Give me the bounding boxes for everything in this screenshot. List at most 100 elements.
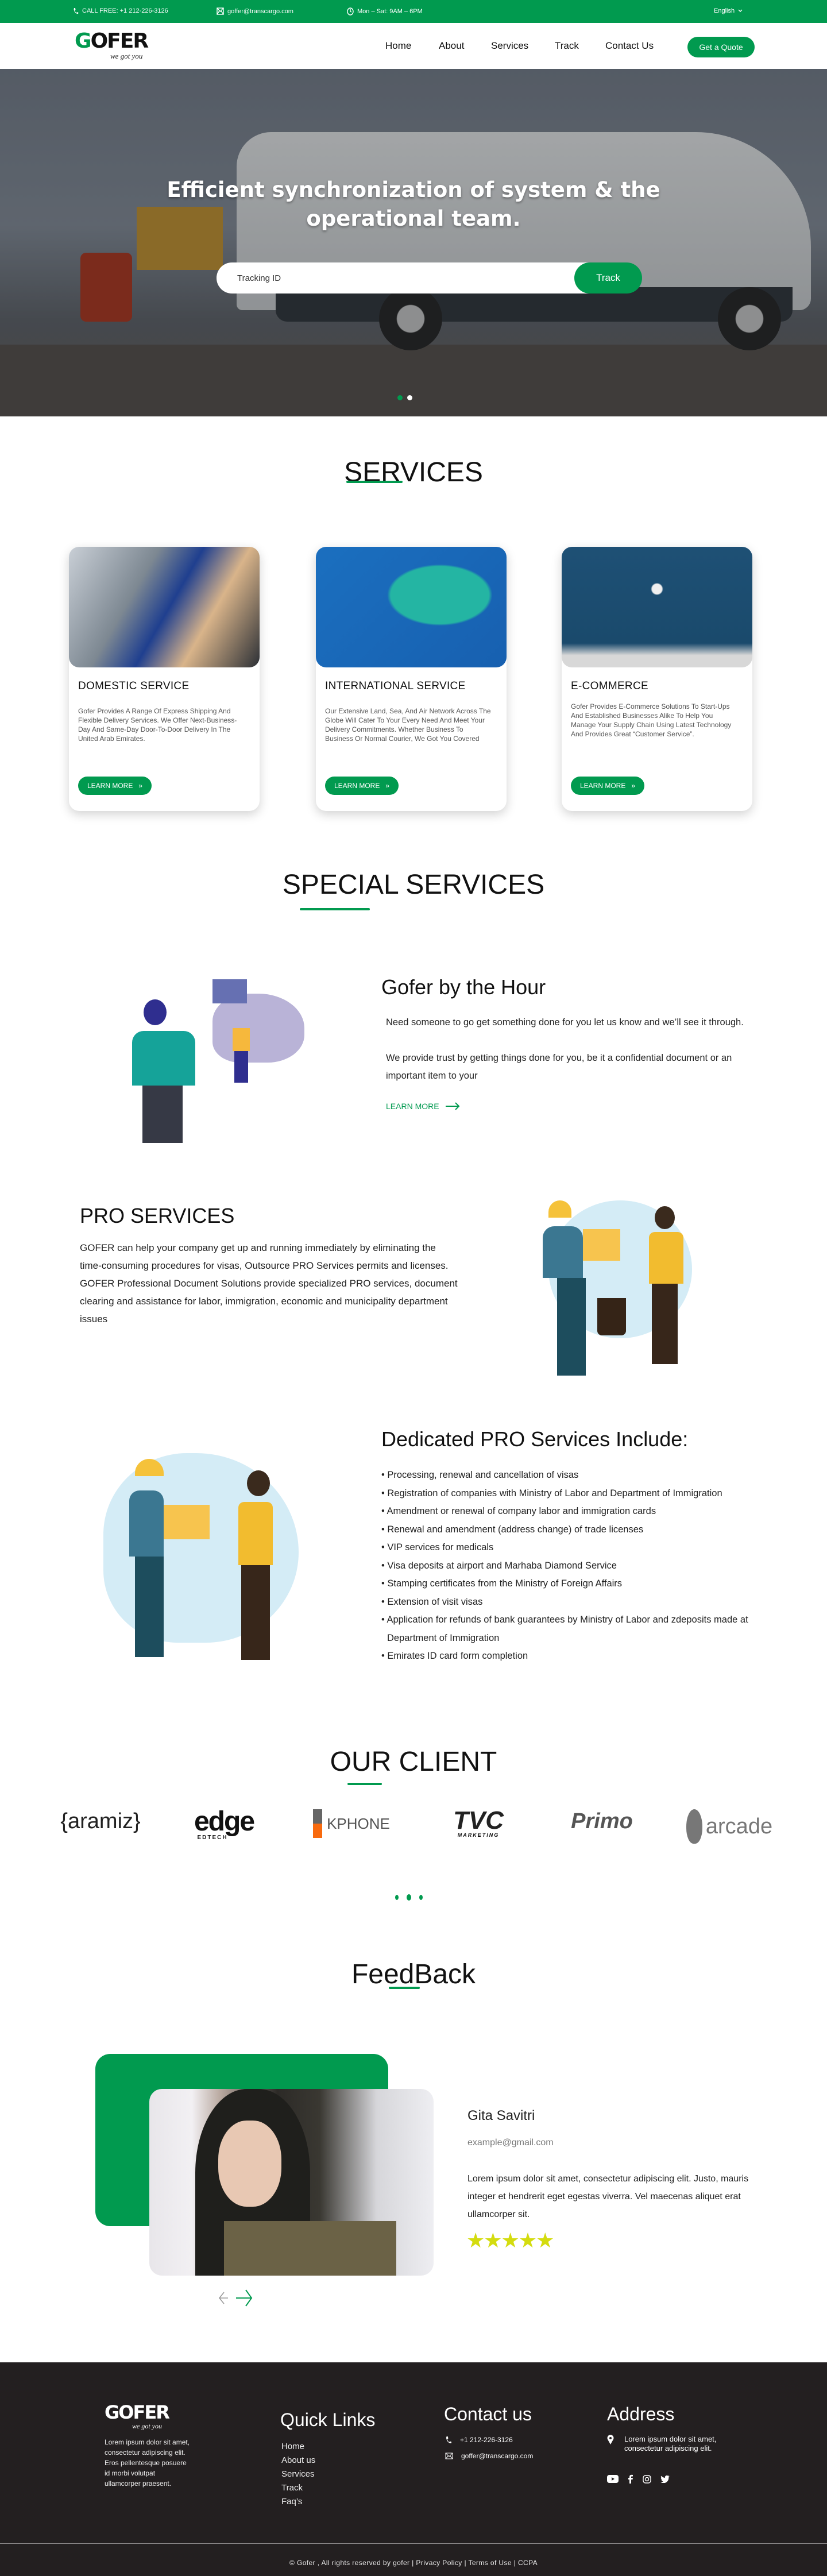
hero-overlay: [0, 69, 827, 416]
footer-email[interactable]: goffer@transcargo.com: [445, 2452, 533, 2460]
star-rating: ★★★★★: [466, 2229, 554, 2252]
feedback-prev-button[interactable]: [218, 2291, 229, 2308]
list-item: • Renewal and amendment (address change)…: [381, 1524, 644, 1535]
title-underline: [300, 908, 370, 910]
footer-logo[interactable]: GOFER we got you: [105, 2401, 170, 2430]
client-logo-primo: Primo: [571, 1809, 633, 1833]
list-item: • Registration of companies with Ministr…: [381, 1488, 722, 1499]
by-hour-illustration: [121, 976, 304, 1143]
dedicated-pro-title: Dedicated PRO Services Include:: [381, 1427, 689, 1451]
arrow-right-icon: [236, 2289, 253, 2307]
title-underline: [346, 481, 403, 483]
footer-phone[interactable]: +1 212-226-3126: [445, 2436, 513, 2444]
language-select[interactable]: English: [714, 7, 743, 14]
footer-divider: [0, 2543, 827, 2544]
list-item: • Processing, renewal and cancellation o…: [381, 1470, 579, 1480]
hero-ground: [0, 345, 827, 416]
domestic-service-image: [69, 547, 260, 667]
list-item: • Extension of visit visas: [381, 1596, 483, 1607]
logo[interactable]: GOFER we got you: [75, 31, 161, 64]
youtube-icon[interactable]: [607, 2475, 619, 2483]
learn-more-button[interactable]: LEARN MORE»: [78, 777, 152, 795]
footer-link-faqs[interactable]: Faq’s: [281, 2497, 303, 2507]
footer-link-about[interactable]: About us: [281, 2455, 316, 2465]
hero-forklift: [80, 253, 132, 322]
tracking-form: Track: [217, 262, 642, 293]
feedback-next-button[interactable]: [235, 2288, 253, 2311]
address-title: Address: [607, 2404, 675, 2424]
reviewer-photo: [149, 2089, 434, 2276]
card-title: INTERNATIONAL SERVICE: [325, 680, 466, 692]
feedback-title: FeedBack: [351, 1959, 476, 1990]
double-chevron-icon: »: [138, 782, 143, 790]
instagram-icon[interactable]: [643, 2474, 651, 2484]
email-info: goffer@transcargo.com: [217, 7, 293, 15]
arrow-right-icon: [445, 1102, 459, 1110]
footer-address: Lorem ipsum dolor sit amet,consectetur a…: [607, 2435, 716, 2453]
list-item: • Application for refunds of bank guaran…: [381, 1615, 748, 1643]
clock-icon: [347, 7, 354, 16]
pro-services-text: GOFER can help your company get up and r…: [80, 1242, 458, 1324]
review-text: Lorem ipsum dolor sit amet, consectetur …: [467, 2174, 749, 2219]
hours-info: Mon – Sat: 9AM – 6PM: [347, 7, 423, 16]
nav-home[interactable]: Home: [385, 40, 412, 51]
list-item: • Stamping certificates from the Ministr…: [381, 1578, 623, 1589]
footer-link-home[interactable]: Home: [281, 2442, 305, 2451]
card-text: Our Extensive Land, Sea, And Air Network…: [325, 707, 491, 743]
dedicated-pro-list: • Processing, renewal and cancellation o…: [381, 1466, 755, 1666]
special-services-title: SPECIAL SERVICES: [282, 870, 545, 900]
twitter-icon[interactable]: [660, 2475, 670, 2483]
kphone-mark-icon: [313, 1809, 323, 1838]
carousel-dot-active[interactable]: [407, 1894, 411, 1901]
quick-links-title: Quick Links: [280, 2409, 376, 2430]
hero-carousel-dots: [397, 395, 412, 400]
service-card-international: INTERNATIONAL SERVICE Our Extensive Land…: [316, 547, 507, 811]
client-carousel-dots: [395, 1894, 423, 1901]
our-client-title: OUR CLIENT: [330, 1747, 497, 1777]
chevron-down-icon: [738, 9, 743, 12]
reviewer-name: Gita Savitri: [467, 2108, 535, 2123]
client-logo-kphone: KPHONE: [300, 1809, 403, 1838]
phone-icon: [446, 2436, 452, 2443]
get-quote-button[interactable]: Get a Quote: [687, 37, 755, 57]
hero-wheel: [379, 287, 442, 350]
nav-services[interactable]: Services: [491, 40, 529, 51]
hero-banner: Efficient synchronization of system & th…: [0, 69, 827, 416]
footer-link-services[interactable]: Services: [281, 2469, 315, 2479]
social-links: [607, 2474, 670, 2484]
carousel-dot[interactable]: [395, 1895, 399, 1900]
mail-icon: [217, 7, 224, 15]
ecommerce-service-image: [562, 547, 752, 667]
list-item: • Emirates ID card form completion: [381, 1651, 528, 1661]
card-title: DOMESTIC SERVICE: [78, 680, 190, 692]
carousel-dot[interactable]: [419, 1895, 423, 1900]
phone-icon: [74, 8, 79, 14]
reviewer-email: example@gmail.com: [467, 2138, 554, 2148]
by-hour-text-1: Need someone to go get something done fo…: [386, 1017, 744, 1028]
nav-contact-us[interactable]: Contact Us: [605, 40, 654, 51]
hero-headline: Efficient synchronization of system & th…: [167, 177, 660, 231]
phone-info: CALL FREE: +1 212-226-3126: [73, 7, 168, 14]
carousel-dot-active[interactable]: [397, 395, 403, 400]
nav-track[interactable]: Track: [555, 40, 579, 51]
arrow-left-icon: [218, 2292, 228, 2304]
learn-more-button[interactable]: LEARN MORE»: [325, 777, 399, 795]
carousel-dot[interactable]: [407, 395, 412, 400]
logo-tagline: we got you: [110, 52, 143, 60]
list-item: • Amendment or renewal of company labor …: [381, 1506, 656, 1516]
list-item: • Visa deposits at airport and Marhaba D…: [381, 1560, 617, 1571]
track-button[interactable]: Track: [574, 262, 642, 293]
facebook-icon[interactable]: [628, 2474, 633, 2484]
client-logo-aramiz: {aramiz}: [60, 1809, 141, 1833]
learn-more-button[interactable]: LEARN MORE»: [571, 777, 644, 795]
list-item: • VIP services for medicals: [381, 1542, 494, 1552]
logo-wordmark: GOFER: [75, 29, 149, 53]
nav-about[interactable]: About: [439, 40, 465, 51]
tracking-id-input[interactable]: [237, 262, 536, 293]
international-service-image: [316, 547, 507, 667]
by-hour-learn-more-link[interactable]: LEARN MORE: [386, 1102, 460, 1111]
footer-link-track[interactable]: Track: [281, 2483, 303, 2493]
dedicated-pro-illustration: [98, 1442, 316, 1671]
copyright-text: © Gofer , All rights reserved by gofer |…: [289, 2559, 538, 2567]
